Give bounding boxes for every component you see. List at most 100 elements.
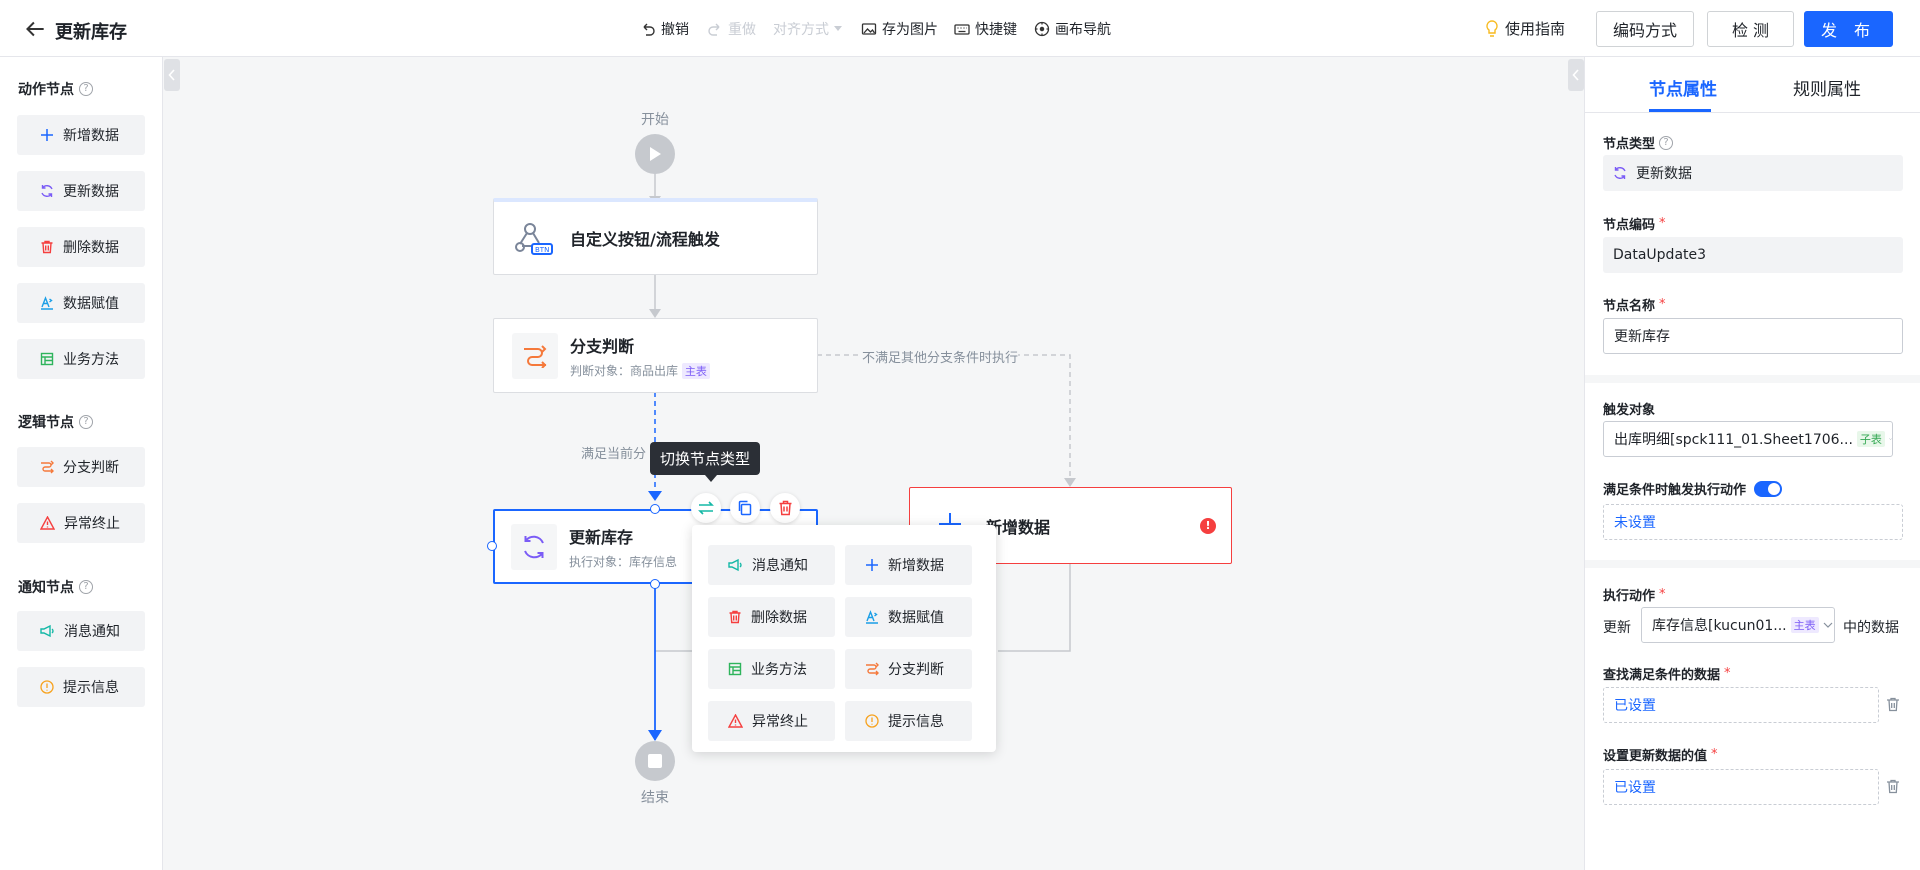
start-label: 开始	[641, 112, 669, 128]
chevron-down-icon	[1889, 438, 1892, 440]
check-button[interactable]: 检 测	[1707, 11, 1794, 47]
set-values-label: 设置更新数据的值*	[1603, 747, 1718, 764]
palette-item-business-method[interactable]: 业务方法	[17, 339, 145, 379]
node-name-label: 节点名称*	[1603, 297, 1666, 314]
trash-icon	[41, 240, 53, 254]
update-node-title: 更新库存	[569, 528, 634, 547]
lightbulb-icon	[1486, 19, 1498, 37]
canvas-nav-button[interactable]: 画布导航	[1034, 19, 1111, 39]
connect-handle-bottom[interactable]	[650, 579, 660, 589]
condition-label: 满足当前分	[581, 447, 647, 462]
node-code-label: 节点编码*	[1603, 216, 1666, 233]
palette-item-delete-data[interactable]: 删除数据	[17, 227, 145, 267]
shortcuts-button[interactable]: 快捷键	[954, 19, 1017, 39]
chevron-left-icon	[168, 69, 175, 81]
branch-node[interactable]: 分支判断 判断对象：商品出库 主表	[493, 318, 818, 393]
switch-node-type-button[interactable]	[691, 493, 721, 523]
webhook-button-icon: BTN	[515, 223, 553, 255]
redo-button[interactable]: 重做	[707, 19, 756, 39]
find-data-field[interactable]: 已设置	[1603, 687, 1879, 723]
save-image-button[interactable]: 存为图片	[861, 19, 938, 39]
palette-item-message[interactable]: 消息通知	[17, 611, 145, 651]
help-icon[interactable]: ?	[1659, 135, 1674, 150]
collapse-right-toggle[interactable]	[1568, 59, 1584, 91]
palette-item-update-data[interactable]: 更新数据	[17, 171, 145, 211]
plus-icon	[41, 129, 53, 141]
condition-trigger-field[interactable]: 未设置	[1603, 504, 1903, 540]
tab-rule-properties[interactable]: 规则属性	[1793, 80, 1861, 100]
table-icon	[40, 352, 54, 366]
tabs-divider	[1585, 112, 1920, 113]
exec-target-select[interactable]: 库存信息[kucun01... 主表	[1641, 607, 1835, 643]
trigger-object-label: 触发对象	[1603, 403, 1656, 418]
guide-link[interactable]: 使用指南	[1485, 18, 1565, 39]
chevron-left-icon	[1572, 69, 1579, 81]
tab-node-properties[interactable]: 节点属性	[1649, 80, 1717, 100]
encoding-button[interactable]: 编码方式	[1596, 11, 1694, 47]
publish-button[interactable]: 发 布	[1804, 11, 1893, 47]
properties-panel: 节点属性 规则属性 节点类型 ? 更新数据 节点编码* DataUpdate3 …	[1584, 57, 1920, 870]
main-table-tag: 主表	[681, 363, 710, 379]
warning-icon	[40, 516, 55, 530]
palette-item-branch[interactable]: 分支判断	[17, 447, 145, 487]
palette-item-add-data[interactable]: 新增数据	[17, 115, 145, 155]
compass-icon	[1034, 21, 1050, 37]
refresh-icon	[524, 535, 544, 559]
collapse-left-toggle[interactable]	[164, 59, 180, 91]
menu-item-assign-data[interactable]: 数据赋值	[845, 597, 972, 637]
trash-icon[interactable]	[1886, 697, 1900, 712]
help-icon[interactable]: ?	[79, 580, 93, 594]
help-icon[interactable]: ?	[79, 415, 93, 429]
menu-item-tip[interactable]: 提示信息	[845, 701, 972, 741]
trash-icon[interactable]	[1886, 779, 1900, 794]
menu-item-message[interactable]: 消息通知	[708, 545, 835, 585]
set-values-field[interactable]: 已设置	[1603, 769, 1879, 805]
sub-table-tag: 子表	[1856, 431, 1885, 447]
connect-handle-left[interactable]	[487, 541, 497, 551]
trigger-node[interactable]: BTN 自定义按钮/流程触发	[493, 198, 818, 275]
condition-trigger-toggle[interactable]	[1754, 480, 1783, 497]
flow-canvas[interactable]: 开始 BTN 自定义按钮/流程触发 分支判断 判断对象：商品出库 主表 不满足其…	[164, 57, 1584, 870]
trash-icon	[779, 500, 791, 516]
palette-item-assign-data[interactable]: 数据赋值	[17, 283, 145, 323]
else-branch-label: 不满足其他分支条件时执行	[862, 347, 1019, 366]
branch-node-icon-box	[512, 333, 558, 379]
image-icon	[861, 23, 877, 35]
connect-handle-top[interactable]	[650, 504, 660, 514]
align-dropdown[interactable]: 对齐方式	[773, 19, 842, 39]
palette-item-tip[interactable]: 提示信息	[17, 667, 145, 707]
end-node[interactable]	[635, 741, 675, 781]
assign-icon	[866, 610, 878, 624]
delete-node-button[interactable]	[770, 493, 800, 523]
node-type-field: 更新数据	[1603, 155, 1903, 191]
menu-item-abort[interactable]: 异常终止	[708, 701, 835, 741]
start-node[interactable]	[635, 134, 675, 174]
menu-item-delete-data[interactable]: 删除数据	[708, 597, 835, 637]
branch-icon	[41, 460, 54, 474]
megaphone-icon	[40, 624, 54, 638]
menu-item-branch[interactable]: 分支判断	[845, 649, 972, 689]
palette-item-abort[interactable]: 异常终止	[17, 503, 145, 543]
main-table-tag: 主表	[1790, 617, 1819, 633]
node-code-field: DataUpdate3	[1603, 237, 1903, 273]
switch-arrows-icon	[698, 501, 714, 515]
menu-item-add-data[interactable]: 新增数据	[845, 545, 972, 585]
node-name-input[interactable]: 更新库存	[1603, 318, 1903, 354]
info-icon	[40, 680, 54, 694]
action-nodes-title: 动作节点 ?	[18, 79, 93, 99]
error-icon[interactable]: !	[1200, 518, 1216, 534]
back-arrow-icon[interactable]	[22, 16, 48, 42]
undo-button[interactable]: 撤销	[640, 19, 689, 39]
section-divider	[1585, 375, 1920, 383]
find-data-label: 查找满足条件的数据*	[1603, 666, 1731, 683]
menu-item-business-method[interactable]: 业务方法	[708, 649, 835, 689]
trigger-object-select[interactable]: 出库明细[spck111_01.Sheet1706... 子表	[1603, 421, 1893, 457]
megaphone-icon	[728, 558, 742, 572]
branch-node-subtitle: 判断对象：商品出库 主表	[570, 362, 710, 379]
branch-node-title: 分支判断	[570, 337, 635, 356]
help-icon[interactable]: ?	[79, 82, 93, 96]
caret-down-icon	[834, 26, 842, 31]
copy-node-button[interactable]	[730, 493, 760, 523]
trigger-node-title: 自定义按钮/流程触发	[570, 230, 720, 249]
copy-icon	[738, 500, 752, 516]
